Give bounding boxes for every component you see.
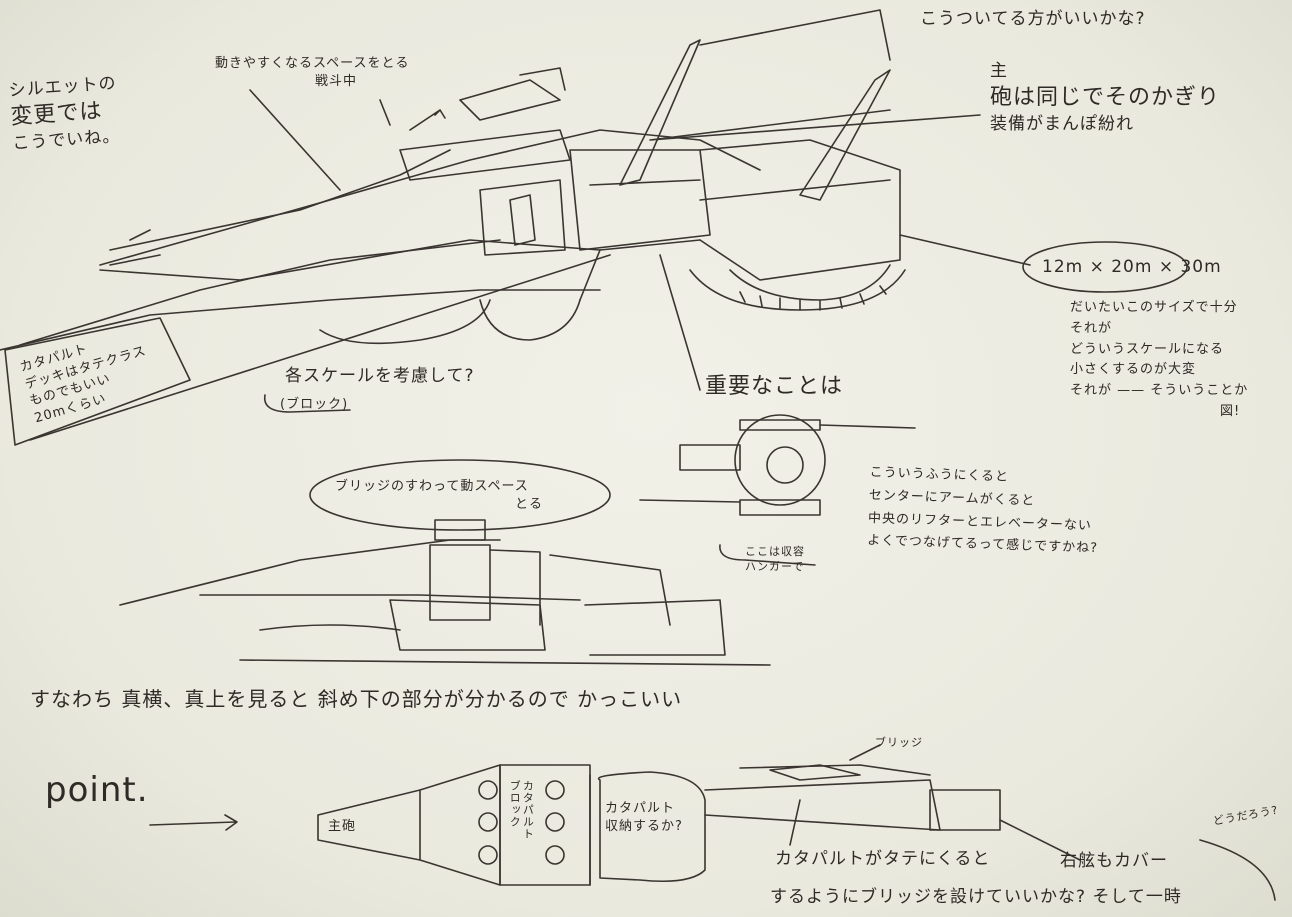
note-line: それが —— そういうことか	[1070, 383, 1249, 399]
plan-label-catapult: カタパルト ブロック	[508, 780, 534, 840]
note-silhouette: シルエットの 変更では こうでいね。	[8, 72, 121, 155]
note-line: ブロック	[508, 780, 522, 828]
note-line: とる	[515, 496, 544, 512]
main-ship-sketch	[0, 9, 1031, 441]
note-line: 収納するか?	[605, 818, 683, 834]
note-scale: だいたいこのサイズで十分 それが どういうスケールになる 小さくするのが大変 そ…	[1070, 298, 1248, 423]
note-line: 主	[990, 61, 1008, 81]
dimension-ellipse	[1022, 241, 1188, 293]
note-point: point.	[45, 770, 149, 810]
note-line: ここは収容	[745, 545, 805, 558]
note-main-gun: 主 砲は同じでそのかぎり 装備がまんぽ紛れ	[990, 60, 1220, 136]
catapult-note-box	[4, 317, 191, 446]
plan-label-bridge: ブリッジ	[875, 736, 923, 749]
note-block: (ブロック)	[280, 397, 349, 412]
note-line: 砲は同じでそのかぎり	[990, 84, 1221, 110]
note-better: こうついてる方がいいかな?	[920, 9, 1146, 29]
note-line: それが	[1070, 320, 1113, 336]
note-line: 戦斗中	[315, 73, 358, 89]
bridge-speech-bubble	[309, 459, 611, 531]
note-line: どういうスケールになる	[1070, 341, 1225, 357]
note-line: 装備がまんぽ紛れ	[990, 113, 1134, 134]
note-dimensions: 12m × 20m × 30m	[1042, 257, 1222, 277]
point-arrow	[149, 814, 238, 831]
plan-label-stow: カタパルト 収納するか?	[605, 800, 683, 835]
note-summary: すなわち 真横、真上を見ると 斜め下の部分が分かるので かっこいい	[30, 687, 683, 711]
note-important: 重要なことは	[705, 374, 844, 399]
note-line: カタパルト	[521, 780, 535, 840]
note-space: 動きやすくなるスペースをとる 戦斗中	[215, 55, 409, 90]
note-consider: 各スケールを考慮して?	[285, 366, 475, 386]
front-view-sketch	[639, 414, 916, 566]
note-bottom-2: 右舷もカバー	[1060, 851, 1168, 871]
note-bridge-space: ブリッジのすわって動スペース とる	[335, 478, 543, 513]
note-line: ブリッジのすわって動スペース	[335, 479, 529, 494]
note-line: 図!	[1220, 403, 1241, 419]
note-hangar: ここは収容 ハンガーで	[745, 545, 805, 575]
note-line: カタパルト	[605, 801, 676, 816]
note-line: だいたいこのサイズで十分	[1070, 300, 1238, 315]
side-view-sketch	[119, 519, 771, 666]
plan-view-sketch	[317, 744, 1276, 901]
note-line: ハンガーで	[745, 559, 805, 573]
note-line: 動きやすくなるスペースをとる	[215, 56, 410, 71]
plan-label-gun: 主砲	[328, 819, 357, 834]
note-bottom-3: するようにブリッジを設けていいかな? そして一時	[770, 887, 1182, 907]
note-center-arm: こういうふうにくると センターにアームがくると 中央のリフターとエレベーターない…	[867, 462, 1101, 561]
note-bottom-1: カタパルトがタテにくると	[775, 849, 991, 869]
note-line: 小さくするのが大変	[1070, 362, 1197, 378]
